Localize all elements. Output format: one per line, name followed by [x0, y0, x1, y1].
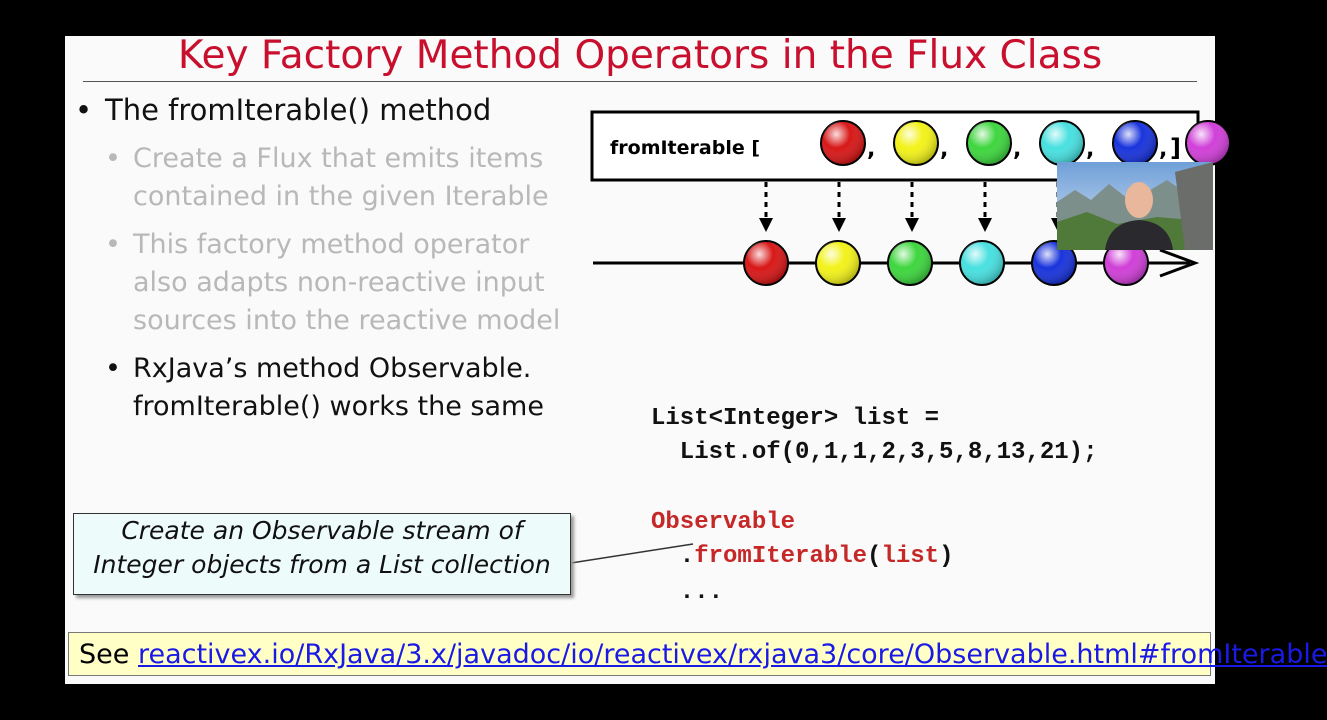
emitted-marbles	[743, 240, 1149, 286]
emission-arrow-head	[905, 218, 919, 232]
sub-bullet-line: RxJava’s method Observable.	[133, 353, 532, 384]
source-marbles: ,,,,,	[820, 120, 1231, 166]
code-line-4: .fromIterable(list)	[651, 540, 954, 574]
reference-prefix: See	[79, 639, 138, 670]
callout-line-1: Create an Observable stream of	[121, 516, 523, 545]
sub-bullet-text: Create a Flux that emits items contained…	[133, 140, 549, 216]
close-bracket: ]	[1170, 134, 1181, 162]
marble-shine	[821, 121, 865, 165]
marble-shine	[960, 241, 1004, 285]
separator-comma: ,	[1013, 137, 1021, 162]
marble-shine	[1032, 241, 1076, 285]
slide-title: Key Factory Method Operators in the Flux…	[177, 33, 1103, 78]
marble-shine	[1186, 121, 1230, 165]
bullet-dot: •	[105, 143, 121, 174]
code-paren: (	[867, 543, 882, 570]
separator-comma: ,	[940, 137, 948, 162]
title-divider	[83, 81, 1197, 82]
sub-bullet-text: This factory method operator also adapts…	[133, 226, 560, 340]
separator-comma: ,	[1159, 137, 1167, 162]
separator-comma: ,	[1086, 137, 1094, 162]
callout-line-2: Integer objects from a List collection	[93, 550, 551, 579]
bullet-dot: •	[105, 353, 121, 384]
marble-shine	[744, 241, 788, 285]
emission-arrow-head	[978, 218, 992, 232]
separator-comma: ,	[867, 137, 875, 162]
code-from-iterable: fromIterable	[694, 543, 868, 570]
slide: Key Factory Method Operators in the Flux…	[65, 33, 1327, 684]
code-arg: list	[881, 543, 940, 570]
reference-link[interactable]: reactivex.io/RxJava/3.x/javadoc/io/react…	[137, 639, 1327, 670]
marble-shine	[1113, 121, 1157, 165]
sub-bullet-line: Create a Flux that emits items	[133, 143, 544, 174]
marble-shine	[1104, 241, 1148, 285]
sub-bullet-line: contained in the given Iterable	[133, 181, 549, 212]
sub-bullet-line: also adapts non-reactive input	[133, 267, 545, 298]
code-line-3: Observable	[651, 506, 795, 540]
sub-bullet-text: RxJava’s method Observable. fromIterable…	[133, 350, 544, 426]
code-dot: .	[651, 543, 695, 570]
code-line-2: List.of(0,1,1,2,3,5,8,13,21);	[651, 439, 1098, 466]
bullet-dot: •	[105, 229, 121, 260]
callout-box: Create an Observable stream of Integer o…	[73, 513, 571, 595]
marble-shine	[894, 121, 938, 165]
from-iterable-label: fromIterable [	[610, 137, 760, 159]
marble-shine	[967, 121, 1011, 165]
marble-shine	[888, 241, 932, 285]
code-line-1: List<Integer> list =	[651, 405, 940, 432]
sub-bullet-line: This factory method operator	[133, 229, 530, 260]
reference-bar: See reactivex.io/RxJava/3.x/javadoc/io/r…	[68, 632, 1327, 676]
code-observable: Observable	[651, 509, 796, 536]
marble-shine	[1040, 121, 1084, 165]
bullet-dot: •	[75, 93, 93, 127]
emission-arrow-head	[759, 218, 773, 232]
sub-bullet-line: sources into the reactive model	[133, 305, 561, 336]
timeline-arrowhead	[1159, 248, 1200, 278]
code-line-5: ...	[651, 579, 724, 606]
main-bullet-text: The fromIterable() method	[105, 93, 492, 127]
marble-shine	[816, 241, 860, 285]
code-paren: )	[939, 543, 954, 570]
emission-arrow-head	[832, 218, 846, 232]
presenter-video	[1057, 162, 1213, 250]
sub-bullet-line: fromIterable() works the same	[133, 391, 544, 422]
